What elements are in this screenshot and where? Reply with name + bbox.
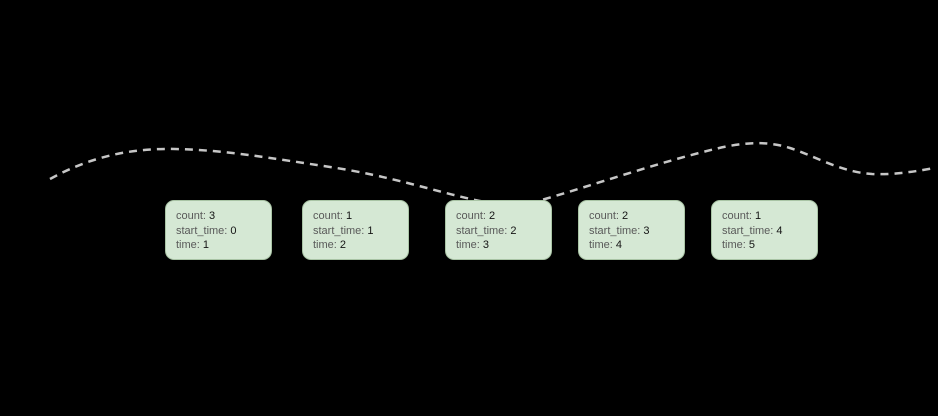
time-value: 1 (202, 239, 209, 252)
node-line-time: time:5 (722, 238, 807, 253)
node-line-time: time:1 (176, 238, 261, 253)
count-value: 2 (488, 210, 496, 222)
node-line-count: count:2 (456, 209, 541, 224)
count-value: 1 (754, 210, 762, 222)
count-label: count: (722, 210, 752, 222)
diagram-node: count:1 start_time:1 time:2 (302, 200, 409, 260)
node-line-count: count:3 (176, 209, 261, 224)
node-line-time: time:4 (589, 238, 674, 253)
node-line-count: count:1 (722, 209, 807, 224)
time-value: 5 (748, 239, 755, 252)
diagram-node: count:2 start_time:2 time:3 (445, 200, 552, 260)
start-time-label: start_time: (456, 224, 508, 237)
time-value: 3 (482, 239, 489, 252)
diagram-node: count:2 start_time:3 time:4 (578, 200, 685, 260)
diagram-node: count:1 start_time:4 time:5 (711, 200, 818, 260)
count-label: count: (313, 210, 343, 222)
start-time-value: 2 (510, 224, 517, 237)
time-label: time: (456, 239, 480, 252)
count-label: count: (176, 210, 206, 222)
start-time-label: start_time: (176, 224, 228, 237)
time-value: 2 (339, 239, 346, 252)
node-line-time: time:3 (456, 238, 541, 253)
node-line-start-time: start_time:2 (456, 224, 541, 239)
node-line-start-time: start_time:4 (722, 224, 807, 239)
start-time-label: start_time: (589, 224, 641, 237)
time-value: 4 (615, 239, 622, 252)
count-value: 3 (208, 210, 216, 222)
count-label: count: (589, 210, 619, 222)
start-time-value: 1 (367, 224, 374, 237)
diagram-node: count:3 start_time:0 time:1 (165, 200, 272, 260)
start-time-value: 3 (643, 224, 650, 237)
node-line-count: count:1 (313, 209, 398, 224)
time-label: time: (176, 239, 200, 252)
count-label: count: (456, 210, 486, 222)
node-line-start-time: start_time:3 (589, 224, 674, 239)
time-label: time: (722, 239, 746, 252)
count-value: 2 (621, 210, 629, 222)
time-label: time: (313, 239, 337, 252)
node-line-time: time:2 (313, 238, 398, 253)
node-line-start-time: start_time:0 (176, 224, 261, 239)
dashed-trend-curve (49, 141, 935, 206)
start-time-value: 0 (230, 224, 237, 237)
start-time-value: 4 (776, 224, 783, 237)
node-line-start-time: start_time:1 (313, 224, 398, 239)
node-line-count: count:2 (589, 209, 674, 224)
count-value: 1 (345, 210, 353, 222)
start-time-label: start_time: (722, 224, 774, 237)
time-label: time: (589, 239, 613, 252)
start-time-label: start_time: (313, 224, 365, 237)
